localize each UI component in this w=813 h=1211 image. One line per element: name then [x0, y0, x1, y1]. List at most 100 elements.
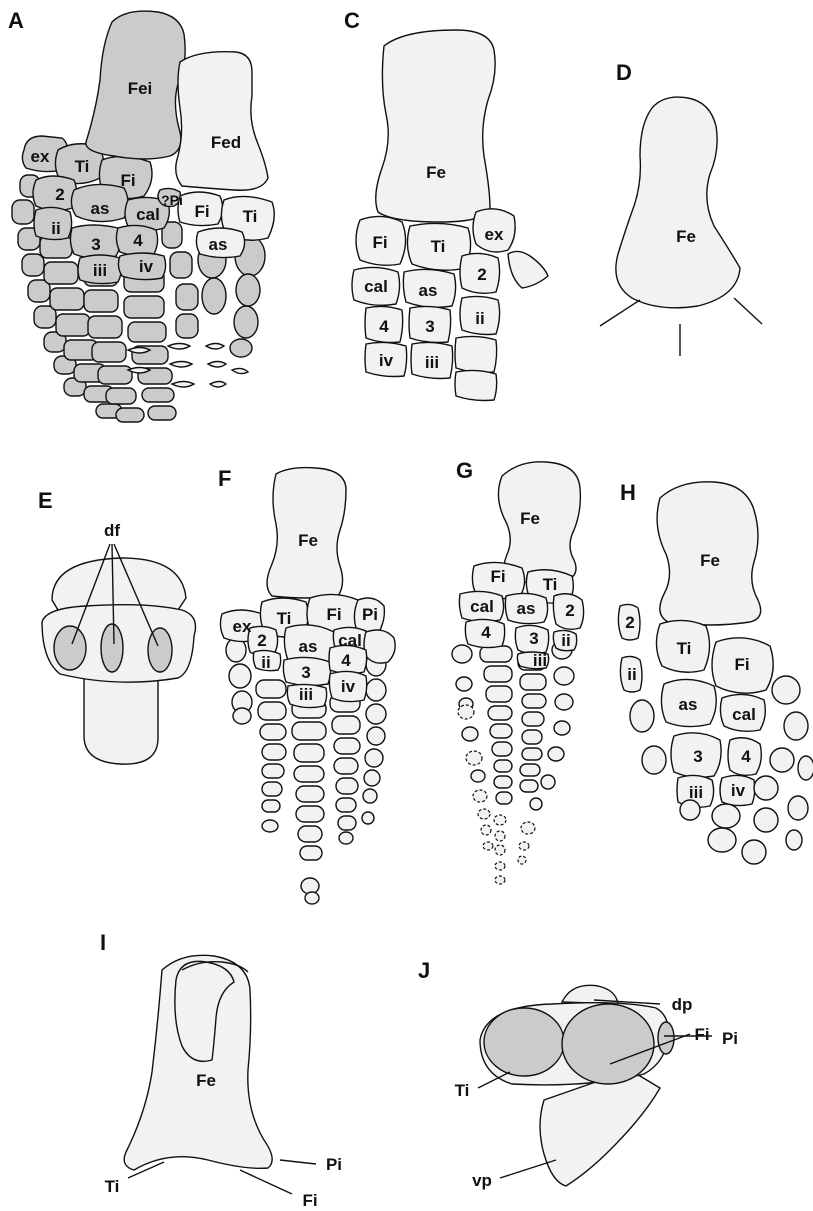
panel-j-label-fi: Fi — [694, 1025, 709, 1044]
panel-h-label-ti: Ti — [677, 639, 692, 658]
panel-a: A — [8, 8, 274, 422]
panel-d-line-left — [600, 300, 640, 326]
panel-a-label-iv: iv — [139, 257, 154, 276]
panel-i-pointer-fi — [240, 1170, 292, 1194]
panel-h-label-2: 2 — [625, 613, 634, 632]
panel-e-facet-left — [54, 626, 86, 670]
panel-i-label-pi: Pi — [326, 1155, 342, 1174]
panel-g-letter: G — [456, 458, 473, 483]
panel-c-phalanx-bone — [455, 336, 497, 372]
panel-c-label-ii: ii — [475, 309, 484, 328]
panel-j-label-dp: dp — [672, 995, 693, 1014]
panel-j: J dp Fi Ti Pi vp — [418, 958, 738, 1190]
panel-e-upper-cap — [52, 558, 186, 610]
panel-f-label-ex: ex — [233, 617, 252, 636]
panel-g-label-fi: Fi — [490, 567, 505, 586]
panel-a-label-cal: cal — [136, 205, 160, 224]
panel-j-fi-facet — [562, 1004, 654, 1084]
panel-g-label-as: as — [517, 599, 536, 618]
panel-f-label-fe: Fe — [298, 531, 318, 550]
panel-a-fed-bone — [176, 52, 268, 191]
panel-f-label-ti: Ti — [277, 609, 292, 628]
panel-c-label-fe: Fe — [426, 163, 446, 182]
panel-d-fe-bone — [616, 97, 740, 308]
panel-f-label-as: as — [299, 637, 318, 656]
panel-f: F — [218, 466, 395, 904]
panel-a-label-fei: Fei — [128, 79, 153, 98]
panel-j-pointer-vp — [500, 1160, 556, 1178]
panel-j-ventral-process — [540, 1070, 660, 1186]
panel-a-label-4: 4 — [133, 231, 143, 250]
panel-c-phalanx2-bone — [455, 370, 497, 400]
panel-h-label-iii: iii — [689, 783, 703, 802]
panel-e-letter: E — [38, 488, 53, 513]
panel-c-label-ex: ex — [485, 225, 504, 244]
panel-h-label-as: as — [679, 695, 698, 714]
panel-e-facet-middle — [101, 624, 123, 672]
panel-e-lower-shaft — [84, 676, 158, 764]
panel-i-label-ti: Ti — [105, 1177, 120, 1196]
panel-a-label-iii: iii — [93, 261, 107, 280]
panel-c-label-cal: cal — [364, 277, 388, 296]
panel-i-pointer-pi — [280, 1160, 316, 1164]
panel-d-line-right — [734, 298, 762, 324]
panel-g-label-4: 4 — [481, 623, 491, 642]
panel-a-label-ii: ii — [51, 219, 60, 238]
panel-f-letter: F — [218, 466, 231, 491]
panel-j-label-ti: Ti — [455, 1081, 470, 1100]
panel-j-ti-facet — [484, 1008, 564, 1076]
panel-g-digits — [452, 641, 574, 884]
panel-h-label-fe: Fe — [700, 551, 720, 570]
panel-j-letter: J — [418, 958, 430, 983]
panel-g-label-cal: cal — [470, 597, 494, 616]
panel-j-label-vp: vp — [472, 1171, 492, 1190]
panel-h-label-cal: cal — [732, 705, 756, 724]
panel-e-facet-right — [148, 628, 172, 672]
panel-h-label-3: 3 — [693, 747, 702, 766]
panel-f-label-2: 2 — [257, 631, 266, 650]
panel-c-label-iv: iv — [379, 351, 394, 370]
panel-d: D Fe — [600, 60, 762, 356]
panel-d-label-fe: Fe — [676, 227, 696, 246]
panel-h: H Fe 2 ii Ti Fi — [618, 480, 813, 864]
panel-a-label-fed: Fed — [211, 133, 241, 152]
panel-a-label-ti: Ti — [75, 157, 90, 176]
panel-a-label-as: as — [91, 199, 110, 218]
panel-a-label-pi: ?Pi — [161, 192, 183, 208]
panel-h-label-ii: ii — [627, 665, 636, 684]
panel-f-label-3: 3 — [301, 663, 310, 682]
panel-f-label-cal: cal — [338, 631, 362, 650]
panel-c-label-as: as — [419, 281, 438, 300]
panel-c-label-4: 4 — [379, 317, 389, 336]
panel-j-label-pi: Pi — [722, 1029, 738, 1048]
panel-a-label-fi2: Fi — [194, 202, 209, 221]
panel-c-label-ti: Ti — [431, 237, 446, 256]
panel-c-label-iii: iii — [425, 353, 439, 372]
panel-a-label-as2: as — [209, 235, 228, 254]
panel-f-label-pi: Pi — [362, 605, 378, 624]
panel-f-label-4: 4 — [341, 651, 351, 670]
panel-f-label-ii: ii — [261, 653, 270, 672]
panel-a-label-3: 3 — [91, 235, 100, 254]
panel-e: E df — [38, 488, 196, 764]
panel-g-label-iii: iii — [533, 651, 547, 670]
panel-g-label-ii: ii — [561, 631, 570, 650]
panel-f-label-iv: iv — [341, 677, 356, 696]
panel-h-label-fi: Fi — [734, 655, 749, 674]
panel-i-label-fi: Fi — [302, 1191, 317, 1210]
panel-f-label-fi: Fi — [326, 605, 341, 624]
panel-c-extra-bone — [508, 251, 548, 288]
panel-a-label-ex: ex — [31, 147, 50, 166]
panel-h-label-iv: iv — [731, 781, 746, 800]
panel-i-label-fe: Fe — [196, 1071, 216, 1090]
panel-c-fe-bone — [376, 30, 495, 222]
panel-h-label-4: 4 — [741, 747, 751, 766]
panel-a-label-2: 2 — [55, 185, 64, 204]
panel-g-label-3: 3 — [529, 629, 538, 648]
panel-c-label-3: 3 — [425, 317, 434, 336]
panel-a-label-ti2: Ti — [243, 207, 258, 226]
panel-h-letter: H — [620, 480, 636, 505]
panel-g-label-2: 2 — [565, 601, 574, 620]
panel-f-label-iii: iii — [299, 685, 313, 704]
